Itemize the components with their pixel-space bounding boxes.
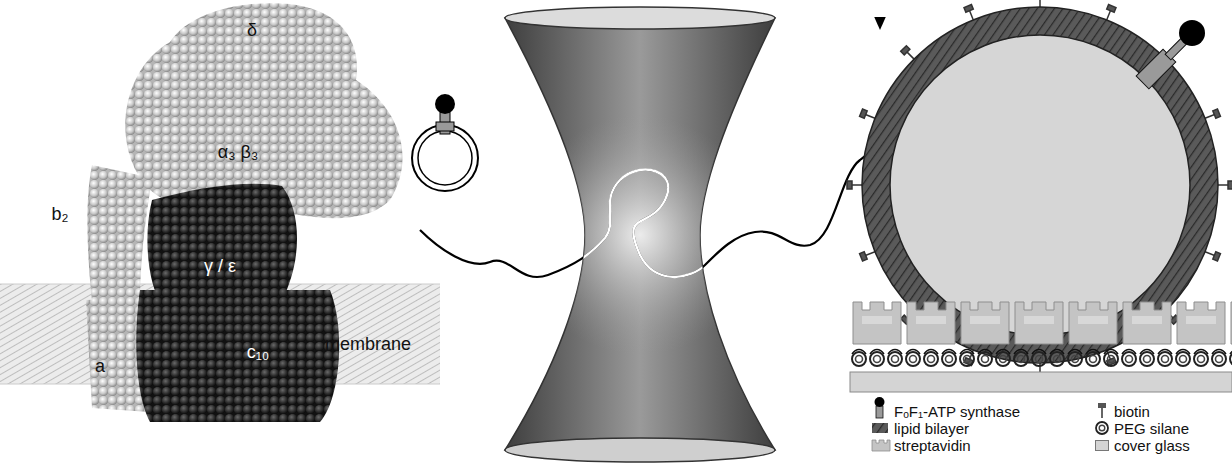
legend-swatch (1095, 440, 1109, 451)
part-label: α₃ β₃ (218, 142, 258, 163)
part-label: c₁₀ (247, 342, 270, 363)
legend-text: lipid bilayer (894, 420, 969, 437)
part-label: b₂ (52, 204, 69, 225)
biotin-ticks (847, 0, 1232, 378)
legend-text: cover glass (1114, 437, 1190, 454)
legend-text: streptavidin (894, 437, 971, 454)
legend-text: FₒF₁-ATP synthase (894, 403, 1020, 420)
legend-text: biotin (1114, 403, 1150, 420)
confocal-volume (505, 7, 775, 462)
diffusion-trajectory (420, 20, 905, 277)
protein-model (86, 3, 403, 422)
part-label: membrane (325, 334, 411, 355)
legend-text: PEG silane (1114, 420, 1189, 437)
part-label: a (95, 356, 105, 377)
part-label: γ / ε (204, 256, 236, 277)
atp-synthase-icon (1133, 15, 1210, 92)
part-label: δ (247, 20, 257, 41)
vesicle-icon (412, 94, 478, 191)
surface-layers (850, 296, 1232, 392)
